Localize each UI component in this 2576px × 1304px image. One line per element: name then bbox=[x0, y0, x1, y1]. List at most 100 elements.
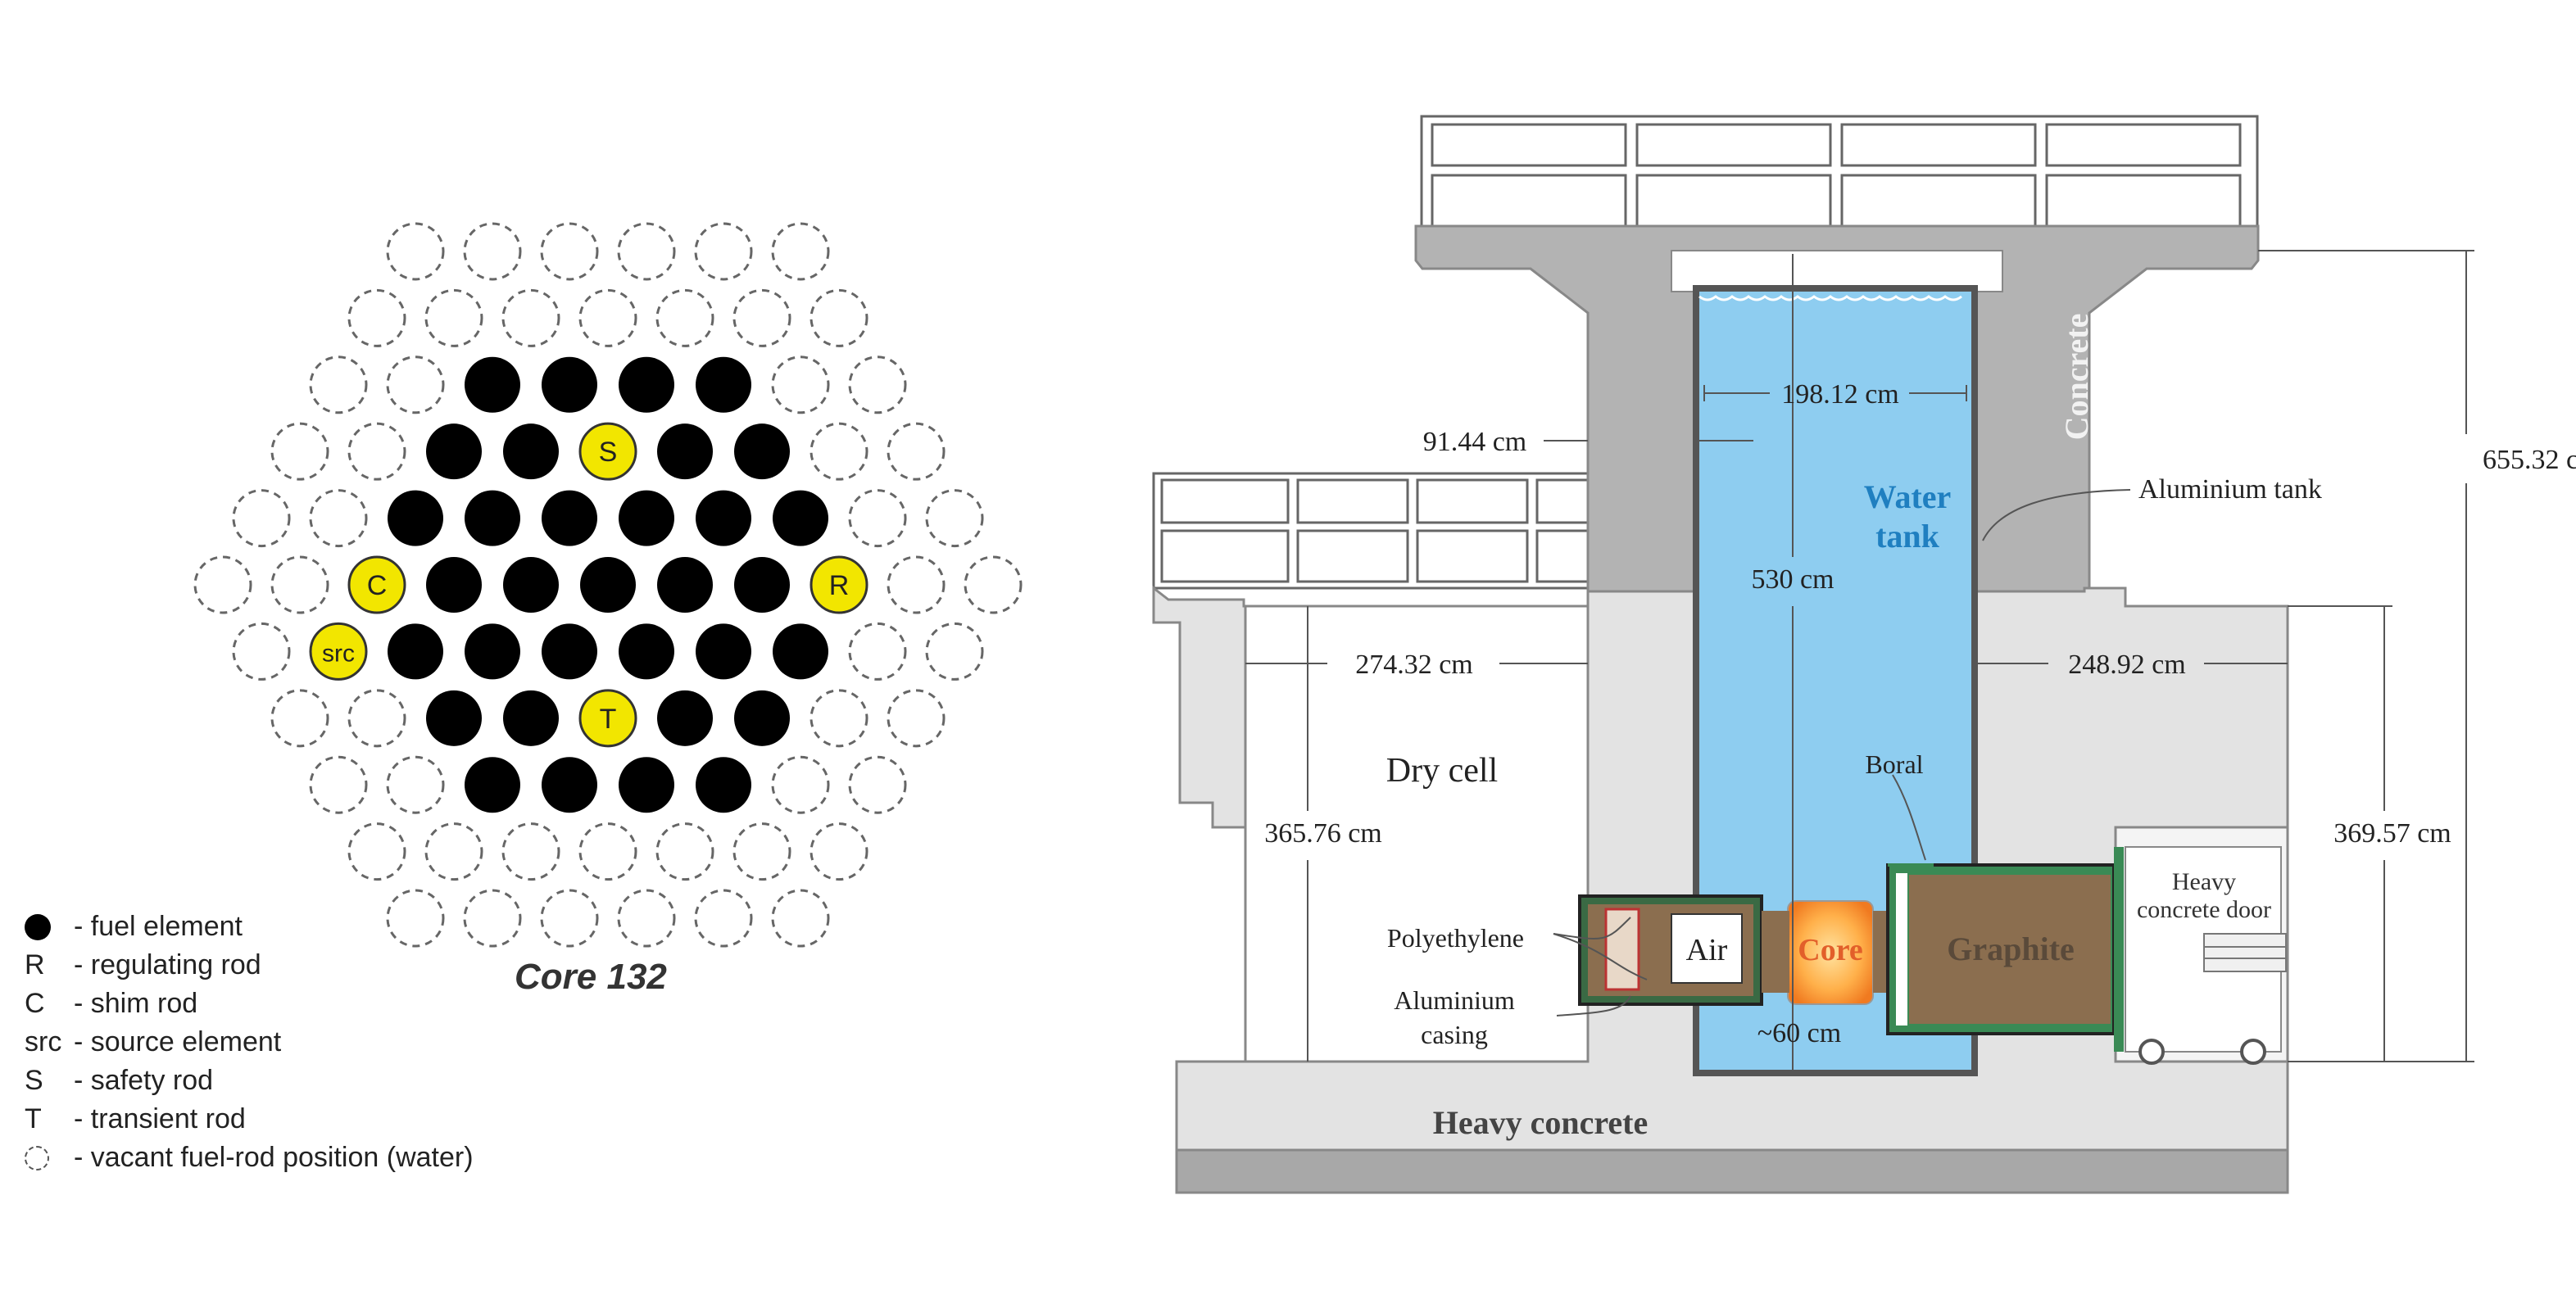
fuel-element bbox=[465, 757, 520, 813]
fuel-element bbox=[734, 690, 790, 746]
fuel-element bbox=[619, 356, 674, 413]
heavy-concrete-base bbox=[1175, 1148, 2289, 1194]
fuel-element bbox=[388, 623, 443, 680]
legend-item-shim: C - shim rod bbox=[25, 985, 647, 1023]
vacant-position bbox=[848, 755, 907, 814]
vacant-position bbox=[771, 222, 830, 281]
fuel-element-icon bbox=[25, 913, 51, 940]
fuel-element bbox=[503, 557, 559, 613]
vacant-position bbox=[347, 288, 406, 347]
polyethylene-label: Polyethylene bbox=[1387, 923, 1524, 953]
air-label: Air bbox=[1686, 933, 1728, 967]
legend: - fuel element R - regulating rod C - sh… bbox=[25, 908, 647, 1177]
fuel-element bbox=[426, 690, 482, 746]
heavy-concrete-door bbox=[2114, 846, 2287, 1065]
vacant-position bbox=[848, 489, 907, 548]
fuel-element bbox=[696, 623, 751, 680]
fuel-element bbox=[657, 690, 713, 746]
dim-tank-width: 198.12 cm bbox=[1781, 379, 1899, 410]
vacant-position bbox=[887, 422, 946, 481]
fuel-element bbox=[696, 356, 751, 413]
vacant-position bbox=[617, 222, 676, 281]
graphite-block bbox=[1762, 863, 2116, 1035]
vacant-position bbox=[424, 288, 483, 347]
legend-item-safety: S - safety rod bbox=[25, 1062, 647, 1100]
dimension-lines bbox=[1245, 250, 2474, 1070]
vacant-position bbox=[232, 489, 291, 548]
fuel-element bbox=[542, 757, 597, 813]
boral-label: Boral bbox=[1865, 749, 1923, 779]
vacant-position bbox=[810, 422, 868, 481]
control-rod-label: S bbox=[599, 437, 618, 468]
fuel-element bbox=[426, 557, 482, 613]
fuel-element bbox=[465, 490, 520, 546]
fuel-element bbox=[388, 490, 443, 546]
legend-key: R bbox=[25, 949, 45, 980]
vacant-position bbox=[347, 822, 406, 881]
cross-section-labels: Water tank Concrete Aluminium tank Dry c… bbox=[1264, 314, 2576, 1141]
vacant-position bbox=[347, 689, 406, 748]
vacant-position bbox=[501, 822, 560, 881]
vacant-position bbox=[540, 222, 599, 281]
aluminium-casing-label: Aluminium bbox=[1394, 985, 1515, 1015]
vacant-position bbox=[887, 689, 946, 748]
fuel-element bbox=[734, 557, 790, 613]
legend-item-vacant: - vacant fuel-rod position (water) bbox=[25, 1139, 647, 1177]
legend-item-regulating: R - regulating rod bbox=[25, 946, 647, 985]
vacant-position bbox=[732, 822, 791, 881]
aluminium-casing-label-2: casing bbox=[1421, 1020, 1488, 1049]
vacant-position bbox=[386, 355, 445, 414]
fuel-element bbox=[619, 757, 674, 813]
dim-wall: 91.44 cm bbox=[1423, 427, 1527, 457]
vacant-position bbox=[386, 222, 445, 281]
dim-dry-cell-height: 365.76 cm bbox=[1264, 818, 1382, 849]
vacant-position bbox=[732, 288, 791, 347]
legend-text: - fuel element bbox=[74, 911, 243, 942]
vacant-position bbox=[501, 288, 560, 347]
vacant-position bbox=[771, 755, 830, 814]
vacant-position bbox=[771, 355, 830, 414]
vacant-position bbox=[810, 288, 868, 347]
vacant-position bbox=[694, 889, 753, 948]
fuel-element bbox=[696, 757, 751, 813]
vacant-position bbox=[771, 889, 830, 948]
vacant-position bbox=[578, 822, 637, 881]
vacant-position bbox=[925, 489, 984, 548]
vacant-position bbox=[270, 555, 329, 614]
vacant-position bbox=[617, 889, 676, 948]
dry-cell-label: Dry cell bbox=[1386, 752, 1498, 790]
dim-total-height: 655.32 cm bbox=[2483, 445, 2576, 475]
dim-dry-cell-width: 274.32 cm bbox=[1355, 650, 1473, 680]
vacant-position bbox=[347, 422, 406, 481]
top-slab bbox=[1420, 115, 2259, 228]
vacant-position bbox=[309, 755, 368, 814]
control-rod-label: src bbox=[322, 640, 355, 667]
legend-key: C bbox=[25, 988, 45, 1019]
vacant-position bbox=[424, 822, 483, 881]
control-rod-label: C bbox=[367, 570, 388, 601]
vacant-position bbox=[463, 222, 522, 281]
vacant-position bbox=[964, 555, 1023, 614]
concrete-label: Concrete bbox=[2058, 314, 2095, 441]
fuel-element bbox=[773, 490, 828, 546]
control-rod bbox=[810, 555, 868, 614]
legend-text: - regulating rod bbox=[74, 949, 261, 980]
fuel-element bbox=[619, 623, 674, 680]
control-rod bbox=[309, 622, 368, 681]
left-slab bbox=[1152, 472, 1590, 590]
fuel-element bbox=[657, 423, 713, 480]
legend-text: - safety rod bbox=[74, 1065, 214, 1096]
vacant-position bbox=[694, 222, 753, 281]
vacant-position bbox=[309, 489, 368, 548]
control-rod bbox=[578, 689, 637, 748]
vacant-position bbox=[848, 622, 907, 681]
control-rod-label: R bbox=[829, 570, 850, 601]
legend-item-source: src - source element bbox=[25, 1023, 647, 1062]
vacant-position bbox=[887, 555, 946, 614]
vacant-position bbox=[270, 689, 329, 748]
fuel-element bbox=[503, 423, 559, 480]
dim-right-height: 369.57 cm bbox=[2333, 818, 2451, 849]
control-rod bbox=[578, 422, 637, 481]
graphite-label: Graphite bbox=[1947, 930, 2075, 967]
heavy-door-label: Heavy bbox=[2172, 868, 2236, 895]
